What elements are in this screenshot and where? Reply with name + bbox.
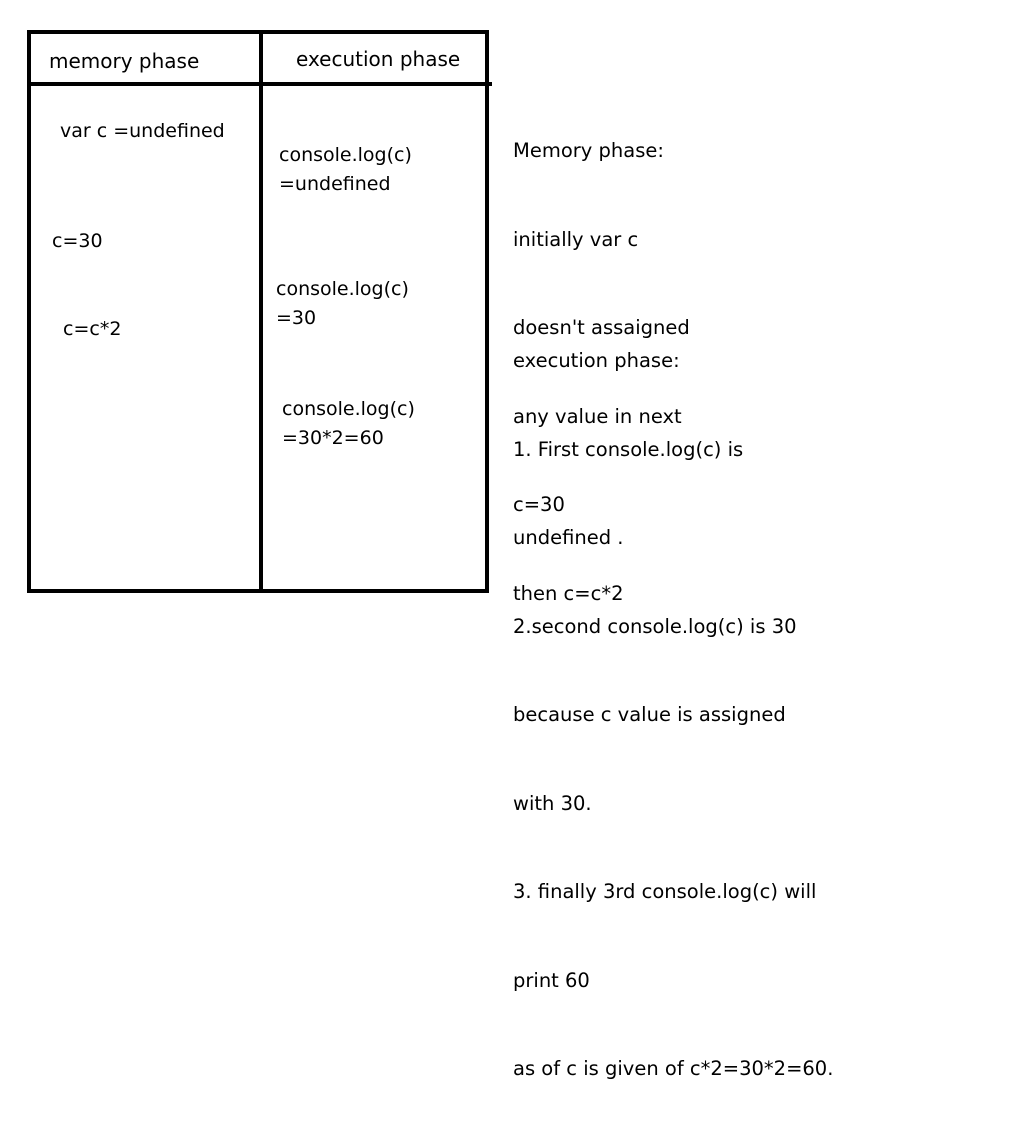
memory-phase-explanation: Memory phase: initially var c doesn't as… xyxy=(513,77,690,667)
explanation-line: c=30 xyxy=(513,493,565,516)
execution-phase-explanation: execution phase: 1. First console.log(c)… xyxy=(513,287,833,1143)
explanation-line: with 30. xyxy=(513,791,592,815)
execution-phase-header: execution phase xyxy=(296,47,461,71)
explanation-line: 2.second console.log(c) is 30 xyxy=(513,614,797,638)
explanation-line: 3. finally 3rd console.log(c) will xyxy=(513,880,817,903)
memory-phase-header: memory phase xyxy=(49,49,200,73)
execution-entry-log-30: console.log(c) =30 xyxy=(276,278,409,329)
explanation-line: doesn't assaigned xyxy=(513,316,690,339)
memory-entry-assign-30: c=30 xyxy=(52,230,103,252)
memory-entry-double: c=c*2 xyxy=(63,318,122,340)
memory-entry-declaration: var c =undefined xyxy=(60,120,225,142)
execution-entry-log-60: console.log(c) =30*2=60 xyxy=(282,398,415,449)
explanation-line: execution phase: xyxy=(513,349,680,372)
explanation-line: then c=c*2 xyxy=(513,581,624,605)
phase-table-border xyxy=(27,30,489,593)
explanation-line: print 60 xyxy=(513,968,590,992)
explanation-line: Memory phase: xyxy=(513,139,664,162)
explanation-line: 1. First console.log(c) is xyxy=(513,437,744,461)
explanation-line: as of c is given of c*2=30*2=60. xyxy=(513,1057,834,1080)
explanation-line: undefined . xyxy=(513,526,624,549)
header-divider xyxy=(30,82,492,86)
explanation-line: because c value is assigned xyxy=(513,703,786,726)
explanation-line: any value in next xyxy=(513,404,682,428)
column-divider xyxy=(259,30,263,592)
execution-entry-log-undefined: console.log(c) =undefined xyxy=(279,144,412,195)
phase-diagram: memory phase execution phase var c =unde… xyxy=(27,30,833,1080)
explanation-line: initially var c xyxy=(513,227,639,251)
